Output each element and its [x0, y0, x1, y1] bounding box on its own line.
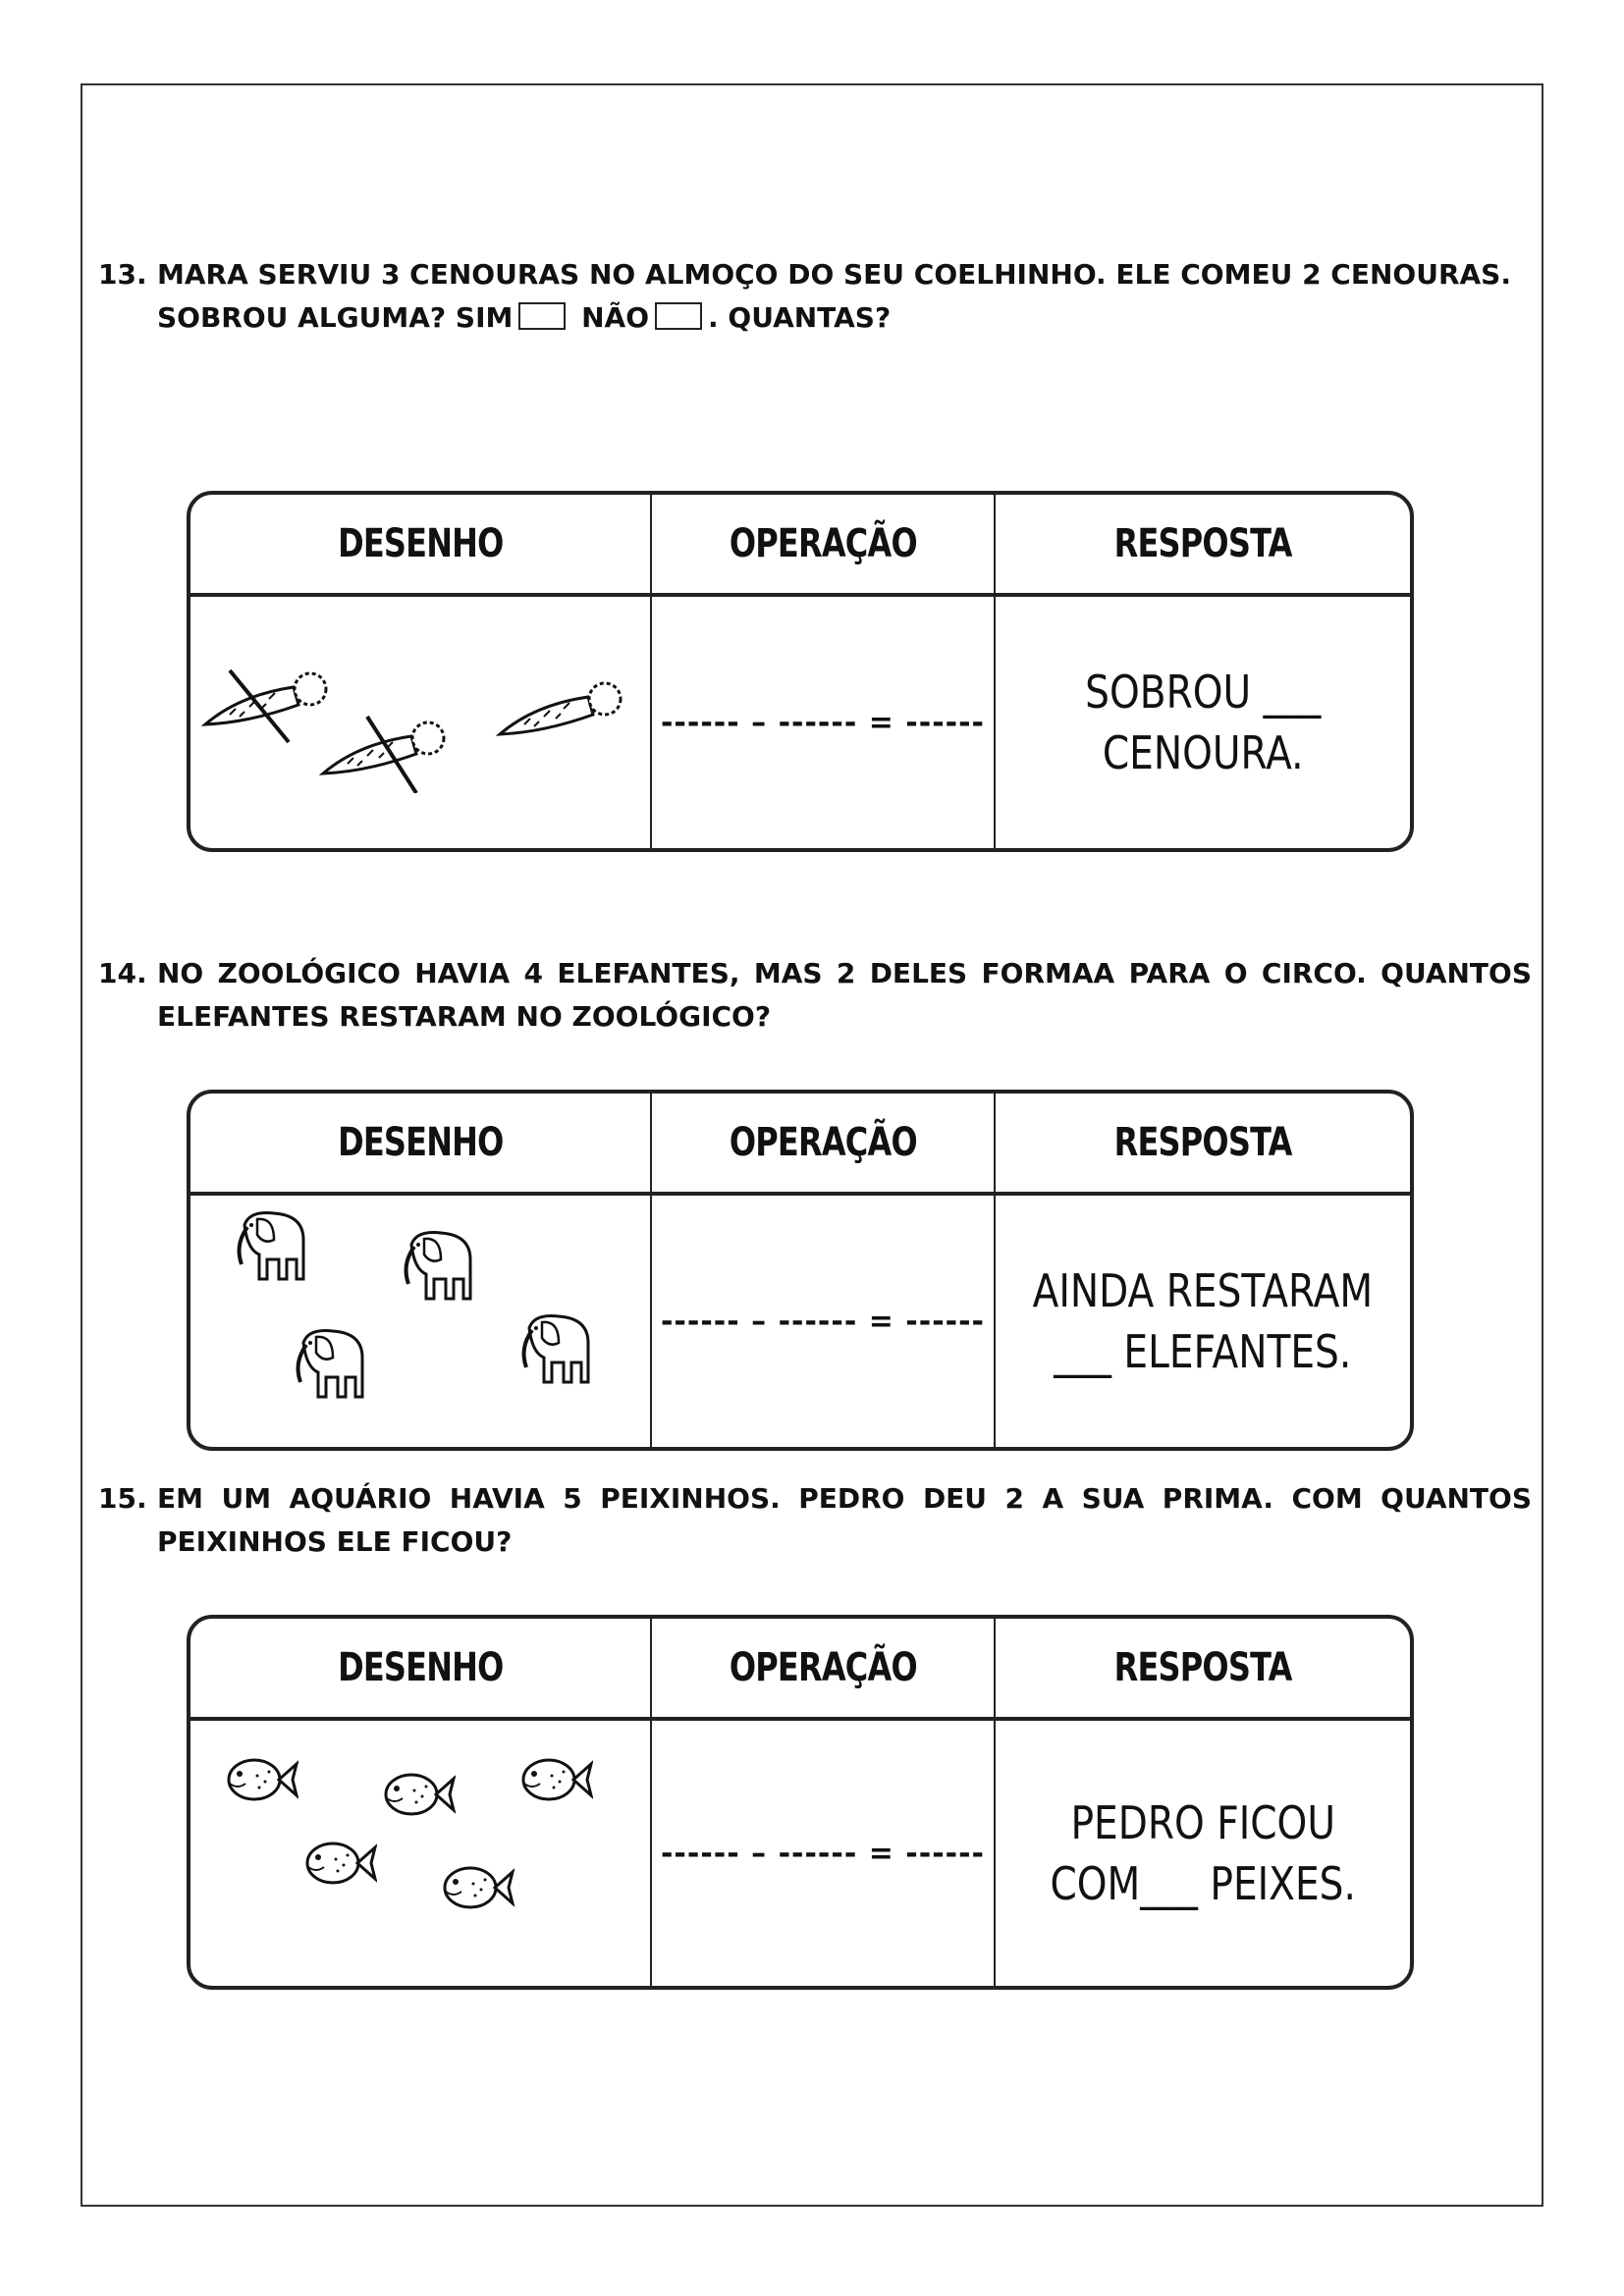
carrot-icon — [498, 681, 623, 736]
drawing-cell[interactable] — [190, 1721, 652, 1986]
answer-table-13: DESENHO OPERAÇÃO RESPOSTA ------ – -----… — [187, 491, 1414, 852]
elephant-icon — [521, 1313, 590, 1384]
answer-cell[interactable]: PEDRO FICOU COM___ PEIXES. — [996, 1721, 1410, 1986]
elephant-icon — [237, 1210, 305, 1281]
operation-cell[interactable]: ------ – ------ = ------ — [652, 1196, 996, 1447]
elephant-icon — [404, 1230, 472, 1301]
carrot-icon — [321, 715, 446, 793]
question-15: 15. EM UM AQUÁRIO HAVIA 5 PEIXINHOS. PED… — [98, 1477, 1532, 1564]
fish-icon — [521, 1758, 593, 1801]
header-answer: RESPOSTA — [1113, 521, 1293, 566]
answer-text: AINDA RESTARAM — [1032, 1264, 1374, 1317]
header-operation: OPERAÇÃO — [729, 1120, 918, 1165]
operation-cell[interactable]: ------ – ------ = ------ — [652, 597, 996, 848]
page-border — [81, 83, 1543, 2207]
question-number: 13. — [98, 258, 147, 291]
question-text: EM UM AQUÁRIO HAVIA 5 PEIXINHOS. PEDRO D… — [157, 1482, 1532, 1558]
question-text: SOBROU ALGUMA? SIM — [157, 301, 514, 334]
answer-text: CENOURA. — [1102, 726, 1304, 779]
header-answer: RESPOSTA — [1113, 1120, 1293, 1165]
header-answer: RESPOSTA — [1113, 1645, 1293, 1690]
checkbox-sim[interactable] — [518, 302, 567, 330]
answer-table-14: DESENHO OPERAÇÃO RESPOSTA ------ – -----… — [187, 1090, 1414, 1451]
question-number: 15. — [98, 1482, 147, 1515]
carrot-icon — [203, 668, 328, 744]
answer-cell[interactable]: SOBROU ___ CENOURA. — [996, 597, 1410, 848]
fish-icon — [227, 1758, 298, 1801]
question-13: 13. MARA SERVIU 3 CENOURAS NO ALMOÇO DO … — [98, 253, 1532, 340]
header-drawing: DESENHO — [337, 1645, 504, 1690]
answer-text: SOBROU ___ — [1084, 666, 1322, 719]
answer-text: COM___ PEIXES. — [1050, 1857, 1356, 1910]
answer-table-15: DESENHO OPERAÇÃO RESPOSTA ------ – -----… — [187, 1615, 1414, 1990]
drawing-cell[interactable] — [190, 1196, 652, 1447]
question-text: NÃO — [581, 301, 650, 334]
header-drawing: DESENHO — [337, 521, 504, 566]
operation-blank: ------ – ------ = ------ — [660, 1304, 986, 1339]
question-text: NO ZOOLÓGICO HAVIA 4 ELEFANTES, MAS 2 DE… — [157, 957, 1532, 1033]
header-operation: OPERAÇÃO — [729, 521, 918, 566]
question-text: . QUANTAS? — [708, 301, 892, 334]
operation-cell[interactable]: ------ – ------ = ------ — [652, 1721, 996, 1986]
fish-icon — [443, 1866, 514, 1909]
question-text: MARA SERVIU 3 CENOURAS NO ALMOÇO DO SEU … — [157, 258, 1511, 291]
header-drawing: DESENHO — [337, 1120, 504, 1165]
elephant-icon — [296, 1328, 364, 1399]
checkbox-nao[interactable] — [655, 302, 703, 330]
header-operation: OPERAÇÃO — [729, 1645, 918, 1690]
answer-cell[interactable]: AINDA RESTARAM ___ ELEFANTES. — [996, 1196, 1410, 1447]
operation-blank: ------ – ------ = ------ — [660, 705, 986, 740]
fish-icon — [384, 1773, 456, 1816]
operation-blank: ------ – ------ = ------ — [660, 1836, 986, 1871]
fish-icon — [305, 1842, 377, 1885]
drawing-cell[interactable] — [190, 597, 652, 848]
answer-text: ___ ELEFANTES. — [1054, 1325, 1352, 1378]
question-number: 14. — [98, 957, 147, 989]
answer-text: PEDRO FICOU — [1070, 1796, 1335, 1849]
question-14: 14. NO ZOOLÓGICO HAVIA 4 ELEFANTES, MAS … — [98, 952, 1532, 1039]
